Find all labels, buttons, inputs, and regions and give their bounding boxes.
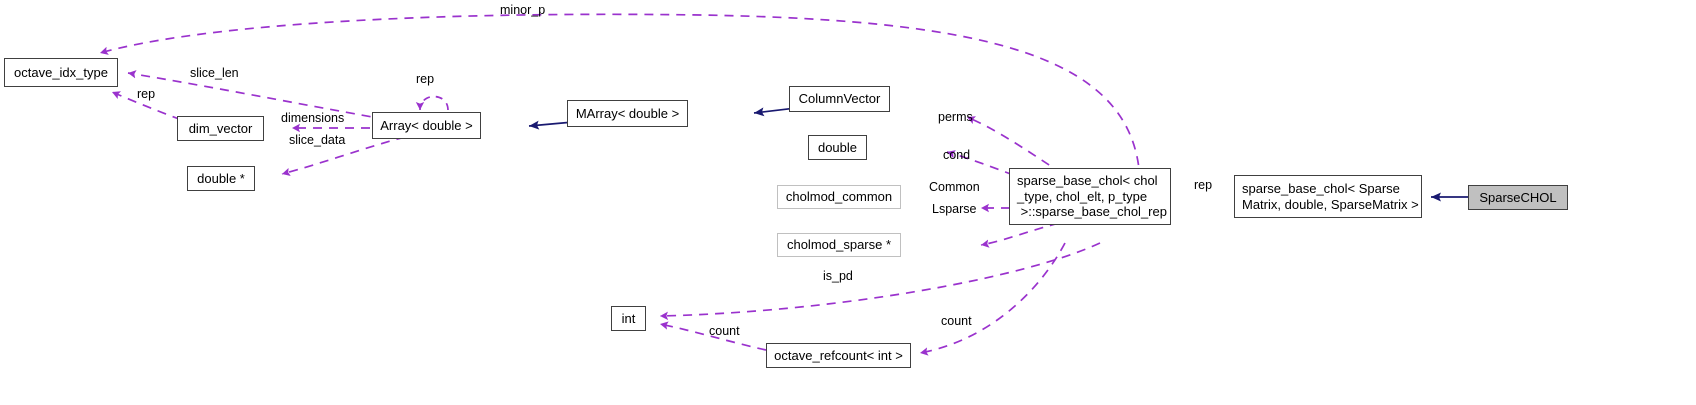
node-label: double * [197,170,245,186]
node-double[interactable]: double [808,135,867,160]
node-label: MArray< double > [575,105,680,121]
node-label: ColumnVector [798,91,881,107]
node-sparsechol[interactable]: SparseCHOL [1468,185,1568,210]
node-label: cholmod_common [785,189,893,205]
node-dim-vector[interactable]: dim_vector [177,116,264,141]
node-array-double[interactable]: Array< double > [372,112,481,139]
node-octave-refcount-int[interactable]: octave_refcount< int > [766,343,911,368]
node-label: octave_refcount< int > [774,347,903,363]
node-columnvector[interactable]: ColumnVector [789,86,890,112]
node-label: double [817,139,858,155]
node-label: cholmod_sparse * [786,237,892,253]
edge-label-common: Common [929,180,980,194]
edge-label-count-left: count [709,324,740,338]
edge-minor-p [99,13,1141,182]
edge-label-lsparse: Lsparse [932,202,977,216]
node-sparse-base-chol-rep[interactable]: sparse_base_chol< chol _type, chol_elt, … [1009,168,1171,225]
edge-label-rep-self: rep [416,72,435,86]
edge-label-slice-len: slice_len [190,66,239,80]
edge-label-rep-left: rep [137,87,156,101]
node-int[interactable]: int [611,306,646,331]
node-label: SparseCHOL [1479,189,1557,205]
node-cholmod-common[interactable]: cholmod_common [777,185,901,209]
edge-label-perms: perms [938,110,973,124]
node-label: dim_vector [188,120,253,136]
node-label: sparse_base_chol< chol _type, chol_elt, … [1017,173,1167,220]
edge-label-is-pd: is_pd [823,269,853,283]
edge-slice-len [127,70,403,123]
edge-label-cond: cond [943,148,971,162]
node-marray-double[interactable]: MArray< double > [567,100,688,127]
node-label: int [621,310,636,326]
edge-label-dimensions: dimensions [281,111,345,125]
node-cholmod-sparse-pointer[interactable]: cholmod_sparse * [777,233,901,257]
edge-label-rep-right: rep [1194,178,1213,192]
edge-count-rep-refcount [919,242,1066,356]
node-octave-idx-type[interactable]: octave_idx_type [4,58,118,87]
node-double-pointer[interactable]: double * [187,166,255,191]
node-label: octave_idx_type [14,64,108,80]
node-sparse-base-chol-sparsematrix[interactable]: sparse_base_chol< Sparse Matrix, double,… [1234,175,1422,218]
node-label: sparse_base_chol< Sparse Matrix, double,… [1242,181,1419,212]
edge-label-slice-data: slice_data [289,133,346,147]
edge-label-count-right: count [941,314,972,328]
edge-rep-self-loop [415,95,449,111]
edge-label-minor-p: minor_p [500,3,546,17]
node-label: Array< double > [380,117,473,133]
